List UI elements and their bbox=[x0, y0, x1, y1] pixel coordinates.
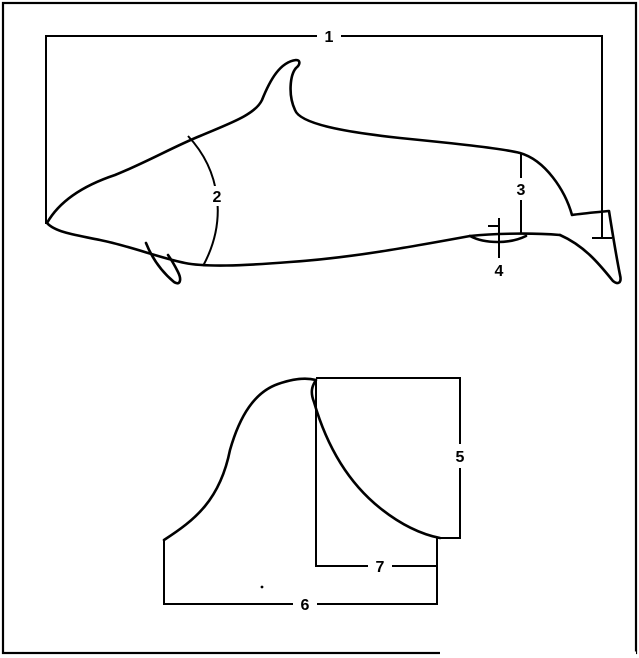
measurement-3: 3 bbox=[512, 153, 530, 234]
stray-dot bbox=[260, 585, 264, 589]
label-1: 1 bbox=[325, 29, 334, 46]
label-2: 2 bbox=[213, 189, 222, 206]
label-7: 7 bbox=[376, 559, 385, 576]
label-4: 4 bbox=[495, 263, 504, 280]
label-6: 6 bbox=[301, 597, 310, 614]
measurement-2: 2 bbox=[187, 135, 226, 267]
measurement-1: 1 bbox=[45, 26, 612, 239]
porpoise-dorsal-outline bbox=[45, 58, 622, 285]
label-3: 3 bbox=[517, 182, 526, 199]
measurement-5: 5 bbox=[316, 377, 469, 539]
porpoise-pectoral-fin bbox=[144, 241, 182, 285]
dorsal-fin-detail bbox=[162, 377, 442, 542]
porpoise-ventral-outline bbox=[45, 221, 562, 267]
measurement-4: 4 bbox=[488, 218, 504, 280]
dorsal-fin-outline bbox=[162, 377, 442, 542]
label-5: 5 bbox=[456, 449, 465, 466]
porpoise-genital-slit bbox=[468, 234, 528, 244]
measurement-6: 6 bbox=[163, 538, 438, 614]
measurement-7: 7 bbox=[315, 380, 437, 576]
porpoise-side-view bbox=[45, 58, 622, 285]
